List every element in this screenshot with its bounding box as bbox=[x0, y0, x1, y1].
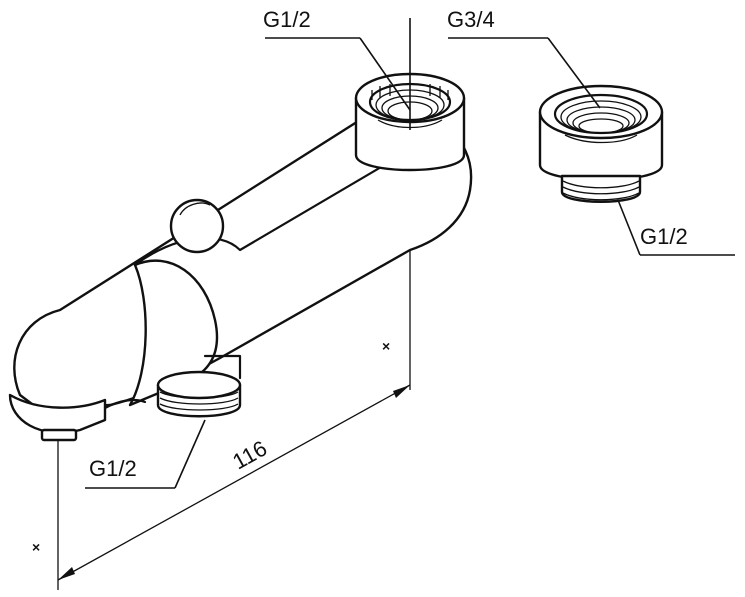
bottom-inlet bbox=[156, 354, 242, 418]
adapter-fitting bbox=[538, 84, 664, 203]
control-knob bbox=[169, 198, 225, 254]
label-top-g12: G1/2 bbox=[263, 7, 311, 32]
callout-g34: G3/4 bbox=[447, 7, 601, 109]
x-mark-left: × bbox=[32, 539, 40, 555]
callout-top-g12: G1/2 bbox=[263, 7, 411, 130]
x-mark-right: × bbox=[382, 338, 390, 354]
dimension-label: 116 bbox=[228, 436, 271, 475]
label-inlet-g12: G1/2 bbox=[89, 456, 137, 481]
label-g34: G3/4 bbox=[447, 7, 495, 32]
callout-adapter-g12: G1/2 bbox=[617, 199, 735, 256]
label-adapter-g12: G1/2 bbox=[640, 224, 688, 249]
callout-inlet-g12: G1/2 bbox=[85, 419, 206, 489]
